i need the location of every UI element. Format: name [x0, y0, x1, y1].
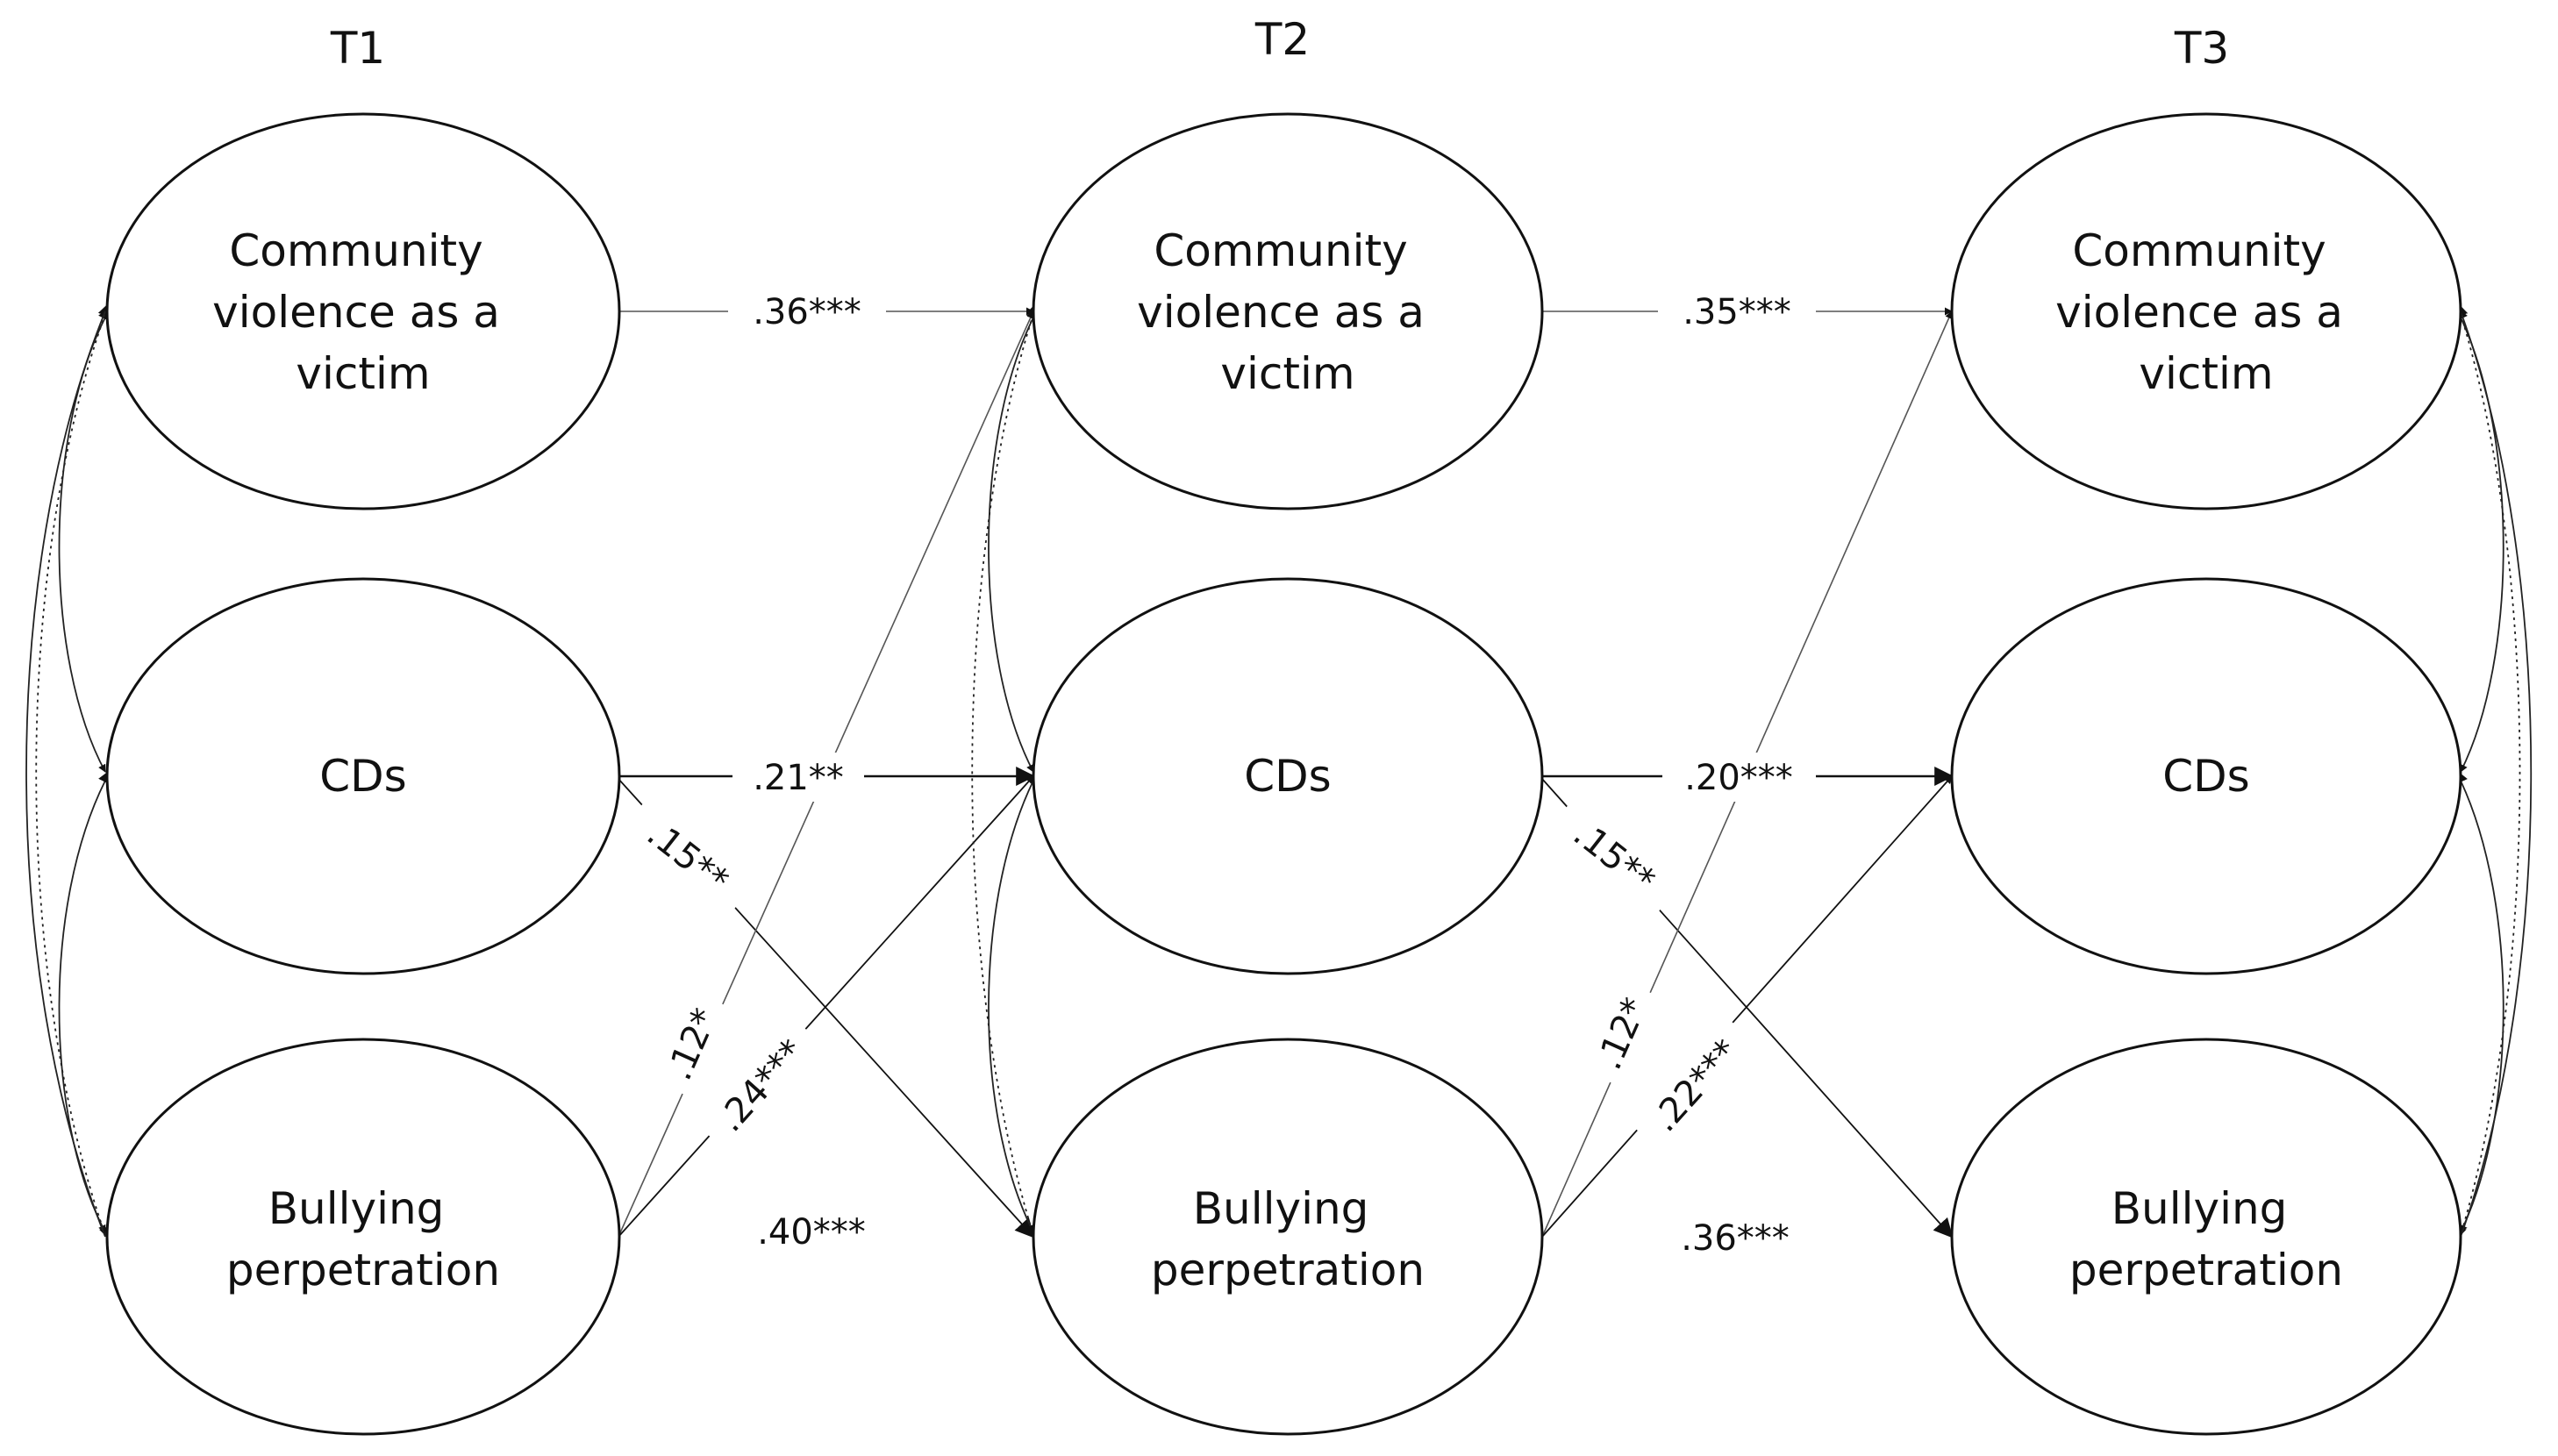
node-t2-community-violence: Community violence as a victim [1032, 112, 1544, 510]
node-label: Bullying perpetration [2069, 1183, 2343, 1295]
corr-t2-cd-bp [988, 769, 1040, 1233]
wave-label-t3: T3 [2174, 23, 2229, 74]
corr-t1-cv-bp [35, 302, 111, 1236]
node-t1-community-violence: Community violence as a victim [105, 112, 621, 510]
coef-bp-t1-t2: .40*** [757, 1212, 866, 1253]
node-t1-bullying: Bullying perpetration [105, 1038, 621, 1436]
corr-t3-cd-bp [2454, 768, 2504, 1233]
coef-bp-t2-t3-text: .36*** [1681, 1218, 1790, 1259]
coef-cv-t2-t3-text: .35*** [1683, 292, 1791, 332]
corr-t2-cv-cd [988, 306, 1040, 773]
coef-cv-t2-t3: .35*** [1658, 285, 1816, 334]
corr-t1-cv-bp-outer [25, 310, 106, 1238]
coef-cd-t1-bp-t2: .15** [621, 795, 758, 916]
wave-label-t1: T1 [330, 23, 385, 74]
corr-t1-cv-cd [58, 306, 111, 773]
node-label: CDs [1244, 751, 1331, 802]
coef-cv-t1-t2: .36*** [728, 285, 886, 334]
node-t1-cds: CDs [105, 577, 621, 975]
coef-cd-t2-bp-t3: .15** [1547, 795, 1684, 916]
corr-t3-cv-bp-outer [2460, 310, 2533, 1238]
node-label: Community violence as a victim [1137, 225, 1439, 399]
coef-bp-t1-t2-text: .40*** [757, 1212, 866, 1253]
node-label: CDs [319, 751, 406, 802]
corr-t2-cv-bp [971, 302, 1040, 1236]
node-t3-community-violence: Community violence as a victim [1950, 112, 2462, 510]
coef-bp-t2-cv-t3: .12* [1578, 978, 1661, 1088]
node-t3-bullying: Bullying perpetration [1950, 1038, 2462, 1436]
path-bp-t1-cd-t2 [618, 775, 1034, 1238]
coef-bp-t2-t3: .36*** [1681, 1218, 1790, 1259]
wave-label-t2: T2 [1254, 14, 1310, 65]
corr-t3-cv-cd [2454, 305, 2504, 773]
node-label: Community violence as a victim [2055, 225, 2357, 399]
node-label: Community violence as a victim [212, 225, 514, 399]
node-t3-cds: CDs [1950, 577, 2462, 975]
coef-cd-t2-t3: .20*** [1662, 753, 1816, 802]
coef-cd-t1-t2-text: .21** [753, 758, 844, 798]
coef-bp-t1-cv-t2: .12* [648, 989, 732, 1098]
corr-t3-cv-bp [2454, 302, 2521, 1236]
coef-cd-t1-t2: .21** [732, 753, 864, 802]
coef-cd-t2-t3-text: .20*** [1684, 758, 1793, 798]
node-t2-cds: CDs [1032, 577, 1544, 975]
node-t2-bullying: Bullying perpetration [1032, 1038, 1544, 1436]
node-label: Bullying perpetration [226, 1183, 500, 1295]
coef-bp-t2-cd-t3: .22*** [1628, 1015, 1759, 1153]
corr-t1-cd-bp [58, 769, 111, 1233]
node-label: Bullying perpetration [1151, 1183, 1425, 1295]
path-bp-t2-cd-t3 [1541, 775, 1953, 1238]
coef-cv-t1-t2-text: .36*** [753, 292, 861, 332]
node-label: CDs [2162, 751, 2249, 802]
